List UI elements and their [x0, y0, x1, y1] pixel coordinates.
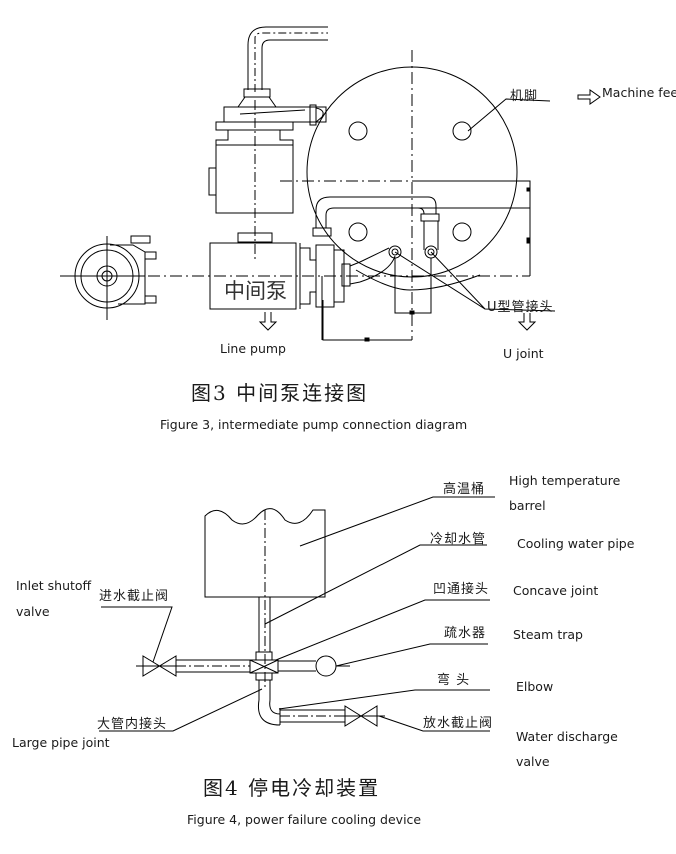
cooling-pipe-en-label: Cooling water pipe	[517, 536, 635, 551]
steam-trap-en-label: Steam trap	[513, 627, 583, 642]
steam-trap-cn-label: 疏水器	[444, 626, 487, 641]
discharge-valve-en-label-2: valve	[516, 754, 550, 769]
elbow-cn-label: 弯 头	[437, 673, 471, 688]
inlet-valve-en-label-2: valve	[16, 604, 50, 619]
figure4-title-cn: 图4 停电冷却装置	[203, 776, 381, 800]
elbow-en-label: Elbow	[516, 679, 554, 694]
figure4-leaders	[99, 496, 495, 732]
top-pipe	[237, 26, 328, 108]
barrel-en-label-2: barrel	[509, 498, 546, 513]
pump-side-view	[70, 235, 157, 320]
inlet-valve-en-label-1: Inlet shutoff	[16, 578, 92, 593]
concave-joint-cn-label: 凹通接头	[433, 582, 490, 597]
concave-cross-joint	[249, 651, 279, 681]
leader-lines	[394, 89, 601, 331]
figure3-drawing	[60, 26, 601, 342]
concave-joint-en-label: Concave joint	[513, 583, 599, 598]
high-temperature-barrel	[204, 508, 326, 690]
discharge-valve-en-label-1: Water discharge	[516, 729, 618, 744]
u-pipes	[312, 196, 481, 291]
large-pipe-joint-cn-label: 大管内接头	[97, 717, 168, 732]
u-joint-en-label: U joint	[503, 346, 544, 361]
machine-feet-en-label: Machine feet	[602, 85, 676, 100]
figure3-caption: Figure 3, intermediate pump connection d…	[160, 417, 468, 432]
dimension-lines	[321, 180, 531, 342]
pump-cn-label: 中间泵	[224, 279, 287, 303]
inlet-pipe	[136, 655, 250, 677]
machine-feet-cn-label: 机脚	[510, 89, 539, 104]
barrel-cn-label: 高温桶	[443, 482, 486, 497]
discharge-valve-cn-label: 放水截止阀	[423, 716, 494, 731]
barrel-en-label-1: High temperature	[509, 473, 621, 488]
figure4-caption: Figure 4, power failure cooling device	[187, 812, 422, 827]
cooling-pipe-cn-label: 冷却水管	[430, 532, 487, 547]
line-pump-en-label: Line pump	[220, 341, 286, 356]
elbow-discharge	[257, 680, 385, 727]
figure3-title-cn: 图3 中间泵连接图	[191, 381, 369, 405]
large-pipe-joint-en-label: Large pipe joint	[12, 735, 110, 750]
steam-trap	[278, 655, 350, 677]
inlet-valve-cn-label: 进水截止阀	[99, 589, 170, 604]
u-joint-cn-label: U型管接头	[487, 300, 554, 315]
